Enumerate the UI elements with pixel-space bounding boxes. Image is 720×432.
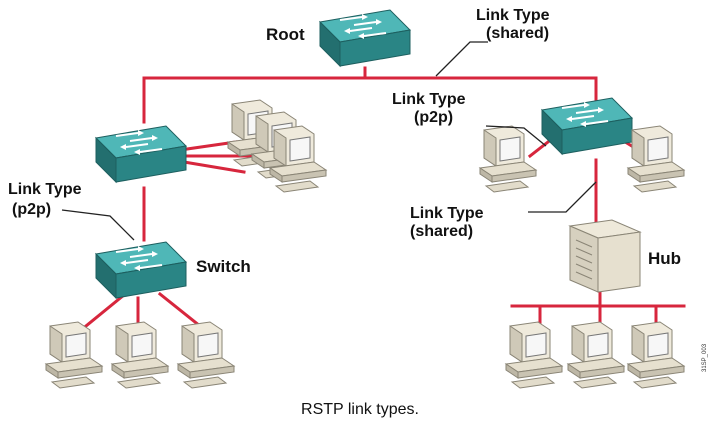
pc-icon xyxy=(111,321,169,389)
pc-icon xyxy=(269,125,327,193)
link-type-shared-mid-sublabel: (shared) xyxy=(410,223,473,240)
right-switch xyxy=(541,97,633,155)
root-label: Root xyxy=(266,25,305,44)
hub-icon xyxy=(568,219,642,293)
pc-icon xyxy=(567,321,625,389)
root-switch xyxy=(319,9,411,67)
left-pc-group xyxy=(227,99,327,193)
left-switch xyxy=(95,125,187,183)
link-type-shared-top-sublabel: (shared) xyxy=(486,25,549,42)
pc-icon xyxy=(505,321,563,389)
hub-label: Hub xyxy=(648,249,681,268)
link-type-shared-mid-label: Link Type xyxy=(410,205,484,222)
switch-label: Switch xyxy=(196,257,251,276)
caption: RSTP link types. xyxy=(301,401,419,418)
link-type-p2p-right-label: Link Type xyxy=(392,91,466,108)
link-type-p2p-left-label: Link Type xyxy=(8,181,82,198)
figure-id: 31SP_003 xyxy=(702,343,708,372)
pc-icon xyxy=(627,321,685,389)
link-type-shared-top-label: Link Type xyxy=(476,7,550,24)
pc-icon xyxy=(45,321,103,389)
pc-icon xyxy=(177,321,235,389)
link-type-p2p-left-sublabel: (p2p) xyxy=(12,201,51,218)
lower-switch xyxy=(95,241,187,299)
pc-icon xyxy=(627,125,685,193)
pc-icon xyxy=(479,125,537,193)
link-type-p2p-right-sublabel: (p2p) xyxy=(414,109,453,126)
